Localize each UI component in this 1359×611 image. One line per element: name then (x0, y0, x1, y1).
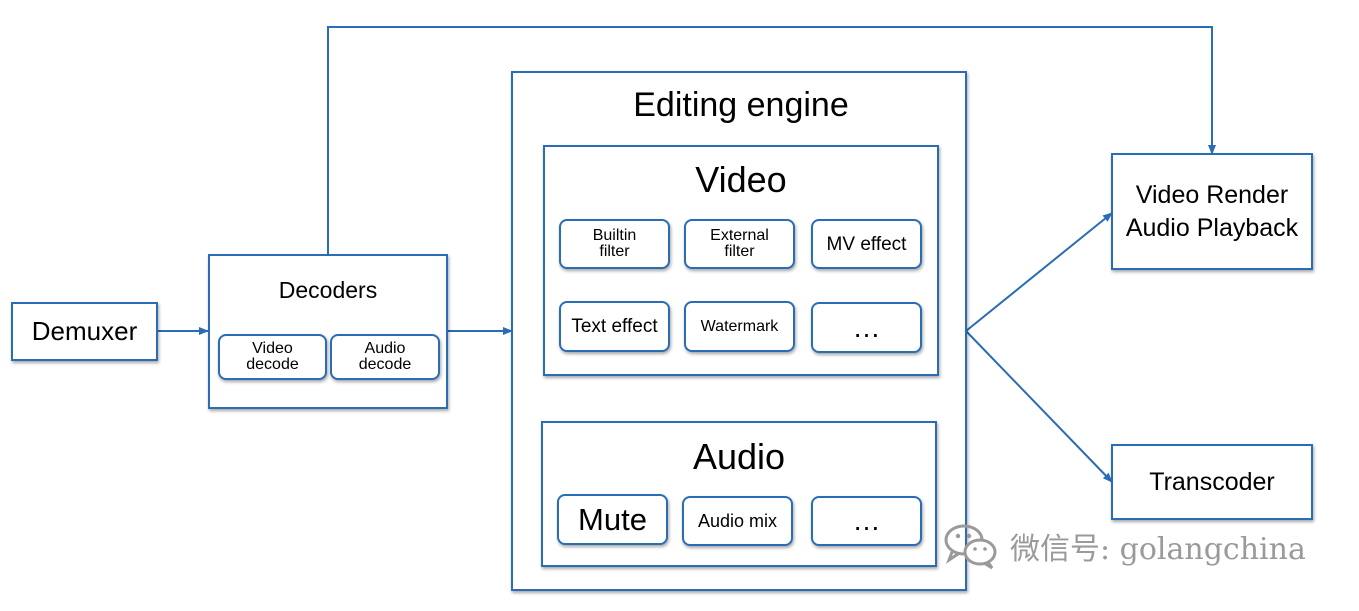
wechat-watermark: 微信号: golangchina (942, 522, 1306, 570)
decoders-box (208, 254, 448, 409)
arrow-engine-to-transcoder (965, 330, 1113, 483)
video-more-block: … (811, 302, 922, 353)
arrow-engine-to-render (965, 212, 1113, 332)
transcoder-box: Transcoder (1111, 444, 1313, 520)
demuxer-label: Demuxer (31, 316, 138, 346)
render-playback-box: Video Render Audio Playback (1111, 153, 1313, 270)
editing-engine-title: Editing engine (633, 86, 849, 124)
demuxer-box: Demuxer (11, 302, 158, 361)
audio-more-block: … (811, 496, 922, 546)
wechat-icon (944, 524, 997, 570)
watermark-text: 微信号: golangchina (1010, 532, 1306, 567)
external-filter-block: External filter (684, 219, 795, 269)
audio-mix-block: Audio mix (682, 496, 793, 546)
builtin-filter-block: Builtin filter (559, 219, 670, 269)
video-decode-block: Video decode (218, 334, 327, 380)
arrow-decoders-to-render (327, 26, 1216, 254)
render-playback-label: Video Render Audio Playback (1125, 181, 1299, 242)
audio-group-title: Audio (692, 436, 786, 477)
audio-decode-block: Audio decode (330, 334, 440, 380)
text-effect-block: Text effect (559, 301, 670, 352)
transcoder-label: Transcoder (1149, 467, 1275, 496)
decoders-title: Decoders (278, 277, 378, 303)
mute-block: Mute (557, 494, 668, 545)
watermark-block: Watermark (684, 301, 795, 352)
video-group-title: Video (695, 159, 787, 200)
mv-effect-block: MV effect (811, 219, 922, 269)
